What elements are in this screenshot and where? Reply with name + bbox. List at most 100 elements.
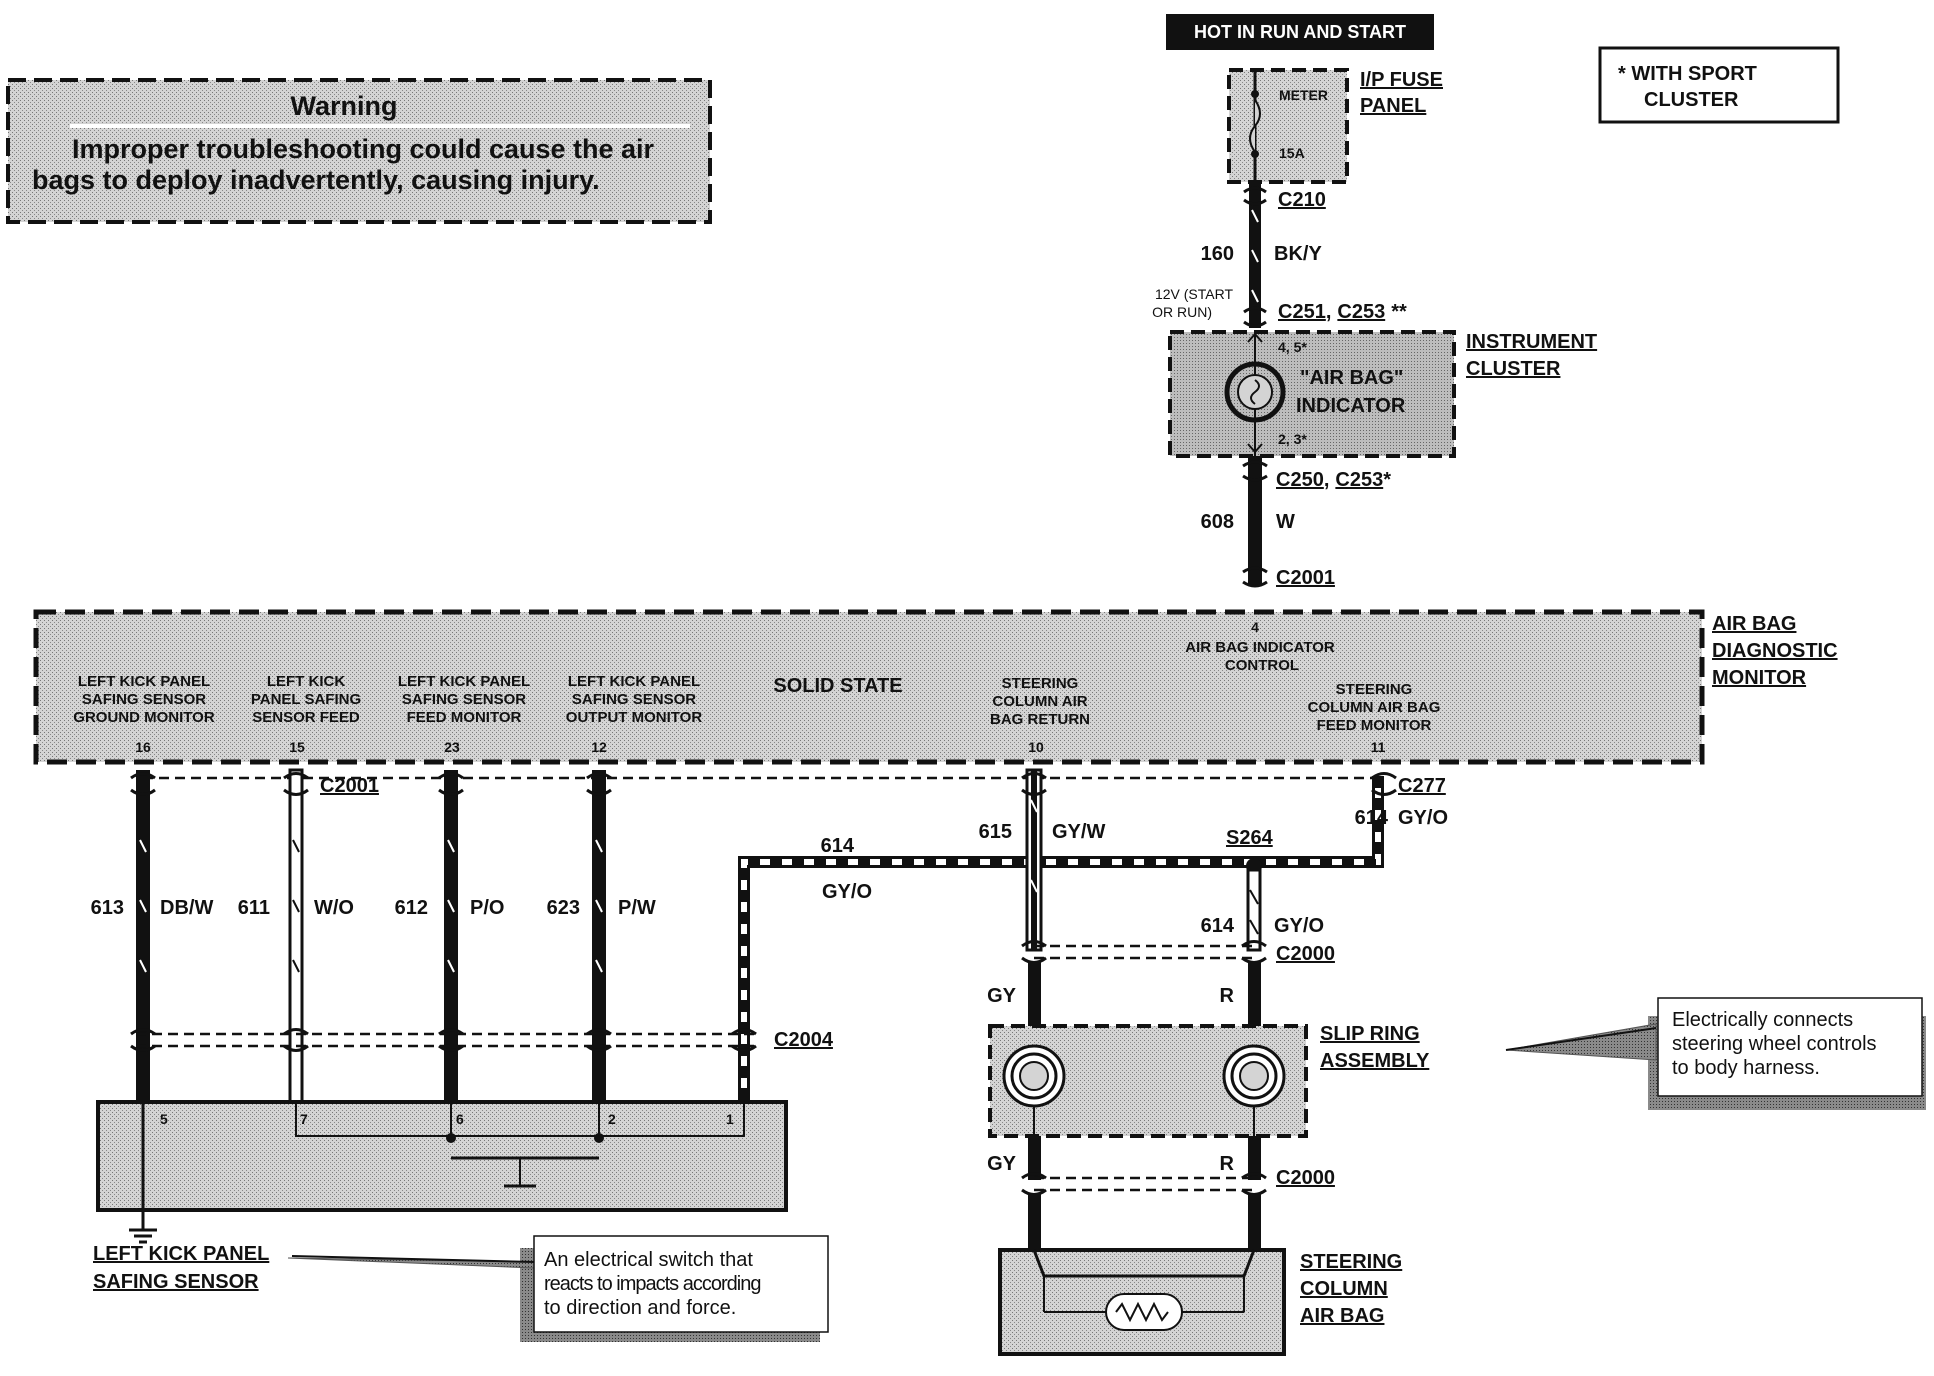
legend-box: * WITH SPORT CLUSTER xyxy=(1598,46,1840,124)
c2000-upper-connector xyxy=(1021,940,1267,964)
pin11-line3: FEED MONITOR xyxy=(1317,717,1432,734)
slip-ring-callout: Electrically connects steering wheel con… xyxy=(1505,997,1926,1110)
solid-state-label: SOLID STATE xyxy=(773,675,902,697)
w615-color: GY/W xyxy=(1052,821,1105,843)
pin16-num: 16 xyxy=(135,739,151,755)
pin12-line1: LEFT KICK PANEL xyxy=(568,673,700,690)
w611-color: W/O xyxy=(314,897,354,919)
w613-color: DB/W xyxy=(160,897,213,919)
cluster-name-1: INSTRUMENT xyxy=(1466,331,1597,353)
w160-num: 160 xyxy=(1201,243,1234,265)
pin15-line2: PANEL SAFING xyxy=(251,691,361,708)
pin23-num: 23 xyxy=(444,739,460,755)
instrument-cluster: 4, 5* 2, 3* "AIR BAG" INDICATOR xyxy=(1168,330,1456,458)
pin23-line3: FEED MONITOR xyxy=(407,709,522,726)
wire-613 xyxy=(130,770,156,1102)
safing-sensor: 5 7 6 2 1 xyxy=(96,1100,788,1230)
pin11-line2: COLUMN AIR BAG xyxy=(1308,699,1441,716)
sensor-callout-2: reacts to impacts according xyxy=(544,1273,760,1295)
w612-num: 612 xyxy=(395,897,428,919)
wire-614-drop xyxy=(1246,868,1262,952)
sensor-callout-3: to direction and force. xyxy=(544,1297,736,1319)
c2004-label: C2004 xyxy=(774,1029,834,1051)
pin16-line1: LEFT KICK PANEL xyxy=(78,673,210,690)
wire-611 xyxy=(283,768,309,1104)
cluster-pin-top: 4, 5* xyxy=(1278,339,1307,355)
hot-label: HOT IN RUN AND START xyxy=(1194,22,1406,42)
sensor-pin-2: 2 xyxy=(608,1111,616,1127)
c250-group: C250,C253* xyxy=(1276,469,1391,491)
c251-connector-icon xyxy=(1243,306,1267,328)
monitor-name-3: MONITOR xyxy=(1712,667,1807,689)
c253b-mark: * xyxy=(1383,469,1391,491)
igniter-icon xyxy=(1105,1293,1183,1331)
wire-615 xyxy=(1021,768,1047,952)
w614c-color: GY/O xyxy=(1274,915,1324,937)
sensor-name-1: LEFT KICK PANEL xyxy=(93,1243,269,1265)
fuse-panel: METER 15A xyxy=(1227,68,1349,184)
cluster-pin-bottom: 2, 3* xyxy=(1278,431,1307,447)
fuse-panel-name-1: I/P FUSE xyxy=(1360,69,1443,91)
w615-num: 615 xyxy=(979,821,1012,843)
w614c-num: 614 xyxy=(1201,915,1235,937)
wire-gy-lower xyxy=(1028,1136,1041,1180)
c277-label: C277 xyxy=(1398,775,1446,797)
sensor-pin-1: 1 xyxy=(726,1111,734,1127)
slip-ring-name-2: ASSEMBLY xyxy=(1320,1050,1430,1072)
wire-r-upper xyxy=(1248,962,1261,1026)
w623-num: 623 xyxy=(547,897,580,919)
airbag-name-1: STEERING xyxy=(1300,1251,1402,1273)
c2001-top-label: C2001 xyxy=(1276,567,1335,589)
w623-color: P/W xyxy=(618,897,656,919)
c2004-connector xyxy=(130,1028,760,1052)
monitor-pin-12: LEFT KICK PANEL SAFING SENSOR OUTPUT MON… xyxy=(566,673,703,755)
indicator-label-1: "AIR BAG" xyxy=(1300,367,1403,389)
w611-num: 611 xyxy=(238,897,270,919)
fuse-meter: METER xyxy=(1279,87,1328,103)
monitor-name-2: DIAGNOSTIC xyxy=(1712,640,1838,662)
w614a-num: 614 xyxy=(821,835,855,857)
sensor-pin-6: 6 xyxy=(456,1111,464,1127)
r-upper-label: R xyxy=(1220,985,1235,1007)
sensor-callout: An electrical switch that reacts to impa… xyxy=(287,1235,829,1342)
pin15-num: 15 xyxy=(289,739,305,755)
wire-gy-airbag xyxy=(1028,1194,1041,1250)
wire-r-airbag xyxy=(1248,1194,1261,1250)
sensor-pin-5: 5 xyxy=(160,1111,168,1127)
c253a-mark: ** xyxy=(1391,301,1407,323)
pin12-line2: SAFING SENSOR xyxy=(572,691,696,708)
fuse-rating: 15A xyxy=(1279,145,1305,161)
voltage-line1: 12V (START xyxy=(1155,286,1234,302)
warning-line1: Improper troubleshooting could cause the… xyxy=(72,134,655,164)
warning-box: Warning Improper troubleshooting could c… xyxy=(6,78,712,224)
gy-upper-label: GY xyxy=(987,985,1017,1007)
monitor-pin-16: LEFT KICK PANEL SAFING SENSOR GROUND MON… xyxy=(73,673,215,755)
pin15-line1: LEFT KICK xyxy=(267,673,345,690)
c251-label: C251 xyxy=(1278,301,1326,323)
c250-label: C250 xyxy=(1276,469,1324,491)
pin23-line2: SAFING SENSOR xyxy=(402,691,526,708)
monitor-pin-10: STEERING COLUMN AIR BAG RETURN 10 xyxy=(990,675,1090,755)
c250-connector-icon xyxy=(1242,460,1268,482)
warning-title: Warning xyxy=(291,91,398,121)
wire-608 xyxy=(1248,456,1262,586)
c2000-upper-label: C2000 xyxy=(1276,943,1335,965)
c2000-lower-connector xyxy=(1021,1172,1267,1196)
steering-airbag xyxy=(998,1248,1286,1356)
wire-623 xyxy=(586,770,612,1102)
fuse-panel-name-2: PANEL xyxy=(1360,95,1426,117)
monitor-pin-4: 4 xyxy=(1251,619,1259,635)
c2001-bottom-label: C2001 xyxy=(320,775,379,797)
slip-callout-1: Electrically connects xyxy=(1672,1009,1853,1031)
warning-rule xyxy=(70,124,690,128)
c251-group: C251,C253** xyxy=(1278,301,1407,323)
airbag-name-3: AIR BAG xyxy=(1300,1305,1384,1327)
s264-label: S264 xyxy=(1226,827,1274,849)
monitor-name-1: AIR BAG xyxy=(1712,613,1796,635)
slip-callout-3: to body harness. xyxy=(1672,1057,1820,1079)
c210-label: C210 xyxy=(1278,189,1326,211)
indicator-ctrl-1: AIR BAG INDICATOR xyxy=(1185,639,1335,656)
pin10-line3: BAG RETURN xyxy=(990,711,1090,728)
pin10-line2: COLUMN AIR xyxy=(992,693,1087,710)
pin11-line1: STEERING xyxy=(1336,681,1413,698)
